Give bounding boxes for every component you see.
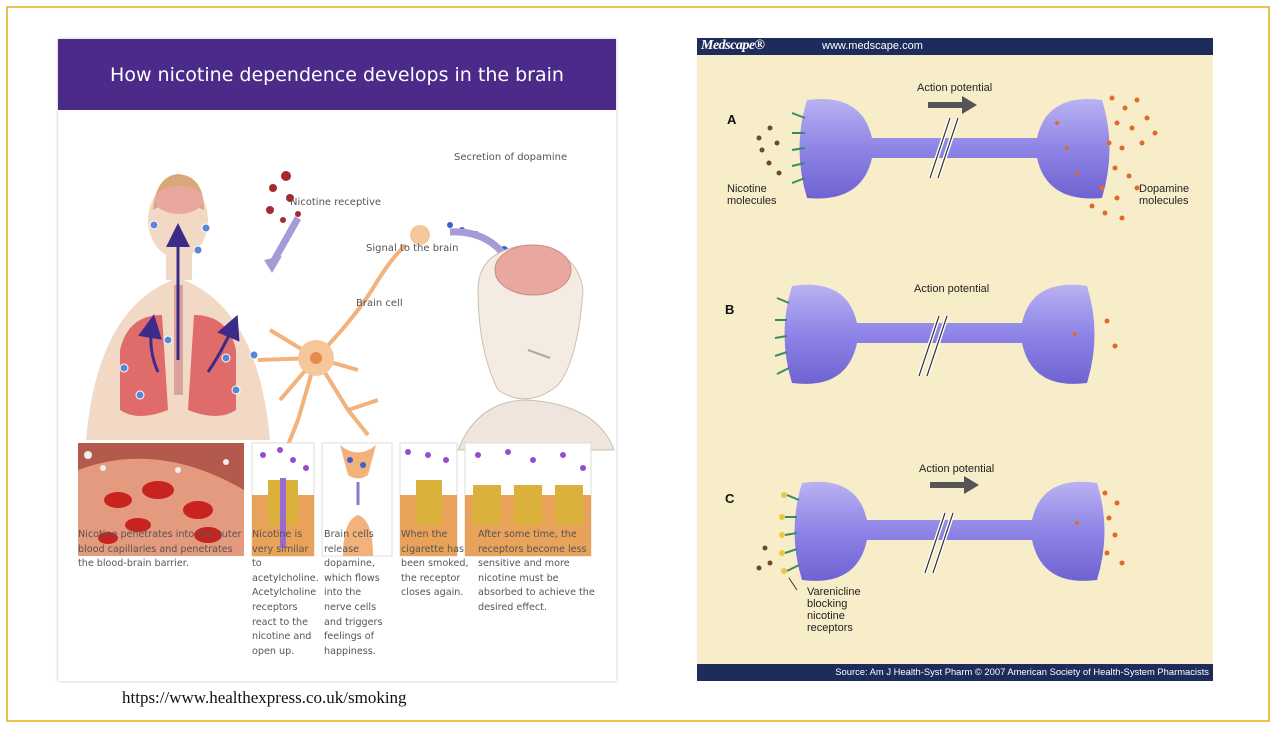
dopamine-release-panel <box>321 442 393 557</box>
infographic-title-bar: How nicotine dependence develops in the … <box>58 39 616 110</box>
receptive-arrow <box>268 216 302 266</box>
infographic-illustration <box>78 171 615 557</box>
receptive-label: Nicotine receptive <box>290 197 382 208</box>
infographic-source-url: https://www.healthexpress.co.uk/smoking <box>122 688 407 707</box>
signal-label: Signal to the brain <box>366 243 459 254</box>
panel-c-letter: C <box>725 491 735 506</box>
medscape-logo: Medscape® <box>701 38 765 53</box>
caption-capillaries: Nicotine penetrates into the outer blood… <box>78 529 242 570</box>
medscape-footer-bar: Source: Am J Health-Syst Pharm © 2007 Am… <box>697 664 1213 681</box>
caption-dopamine-release: Brain cells release dopamine, which flow… <box>324 529 383 657</box>
nicotine-infographic: How nicotine dependence develops in the … <box>58 39 616 681</box>
neuron-nucleus <box>310 352 322 364</box>
capillary-panel <box>78 443 244 556</box>
medscape-url: www.medscape.com <box>822 40 923 52</box>
varenicline-mechanism-figure: Medscape® www.medscape.com <box>697 38 1213 681</box>
medscape-header-bar: Medscape® www.medscape.com <box>697 38 1213 55</box>
caption-desensitization: After some time, the receptors become le… <box>478 529 595 613</box>
varenicline-label: Varenicline blocking nicotine receptors <box>807 586 861 634</box>
receptors-desensitized-panel <box>464 442 592 557</box>
brain-cell-neuron <box>257 243 408 446</box>
receptor-closed-panel <box>399 442 458 557</box>
brain-cell-label: Brain cell <box>356 298 403 309</box>
secretion-label: Secretion of dopamine <box>454 152 568 163</box>
caption-receptor-closes: When the cigarette has been smoked, the … <box>401 529 469 599</box>
panel-a-letter: A <box>727 112 737 127</box>
panel-b-letter: B <box>725 302 735 317</box>
neuron-diagrams <box>756 95 1158 591</box>
panel-b-neuron <box>774 284 1118 384</box>
panel-a-neuron <box>756 95 1158 221</box>
panel-c-action-label: Action potential <box>919 463 995 475</box>
panel-b-action-label: Action potential <box>914 283 990 295</box>
receptive-arrow-head <box>264 256 282 273</box>
outer-frame <box>6 6 1270 722</box>
human-torso-figure <box>86 174 270 440</box>
dopamine-molecules-label: Dopamine molecules <box>1139 183 1190 207</box>
caption-acetylcholine: Nicotine is very similar to acetylcholin… <box>252 529 319 657</box>
panel-a-action-label: Action potential <box>917 82 993 94</box>
neuron-terminal <box>410 225 430 245</box>
smoking-man-sketch <box>457 244 615 451</box>
receptor-open-panel <box>251 442 315 557</box>
nicotine-molecules-label: Nicotine molecules <box>727 183 777 207</box>
panel-c-neuron <box>756 476 1125 591</box>
figure-source-credit: Source: Am J Health-Syst Pharm © 2007 Am… <box>835 666 1209 677</box>
infographic-title: How nicotine dependence develops in the … <box>110 63 564 86</box>
nicotine-molecule-cluster <box>266 171 301 223</box>
